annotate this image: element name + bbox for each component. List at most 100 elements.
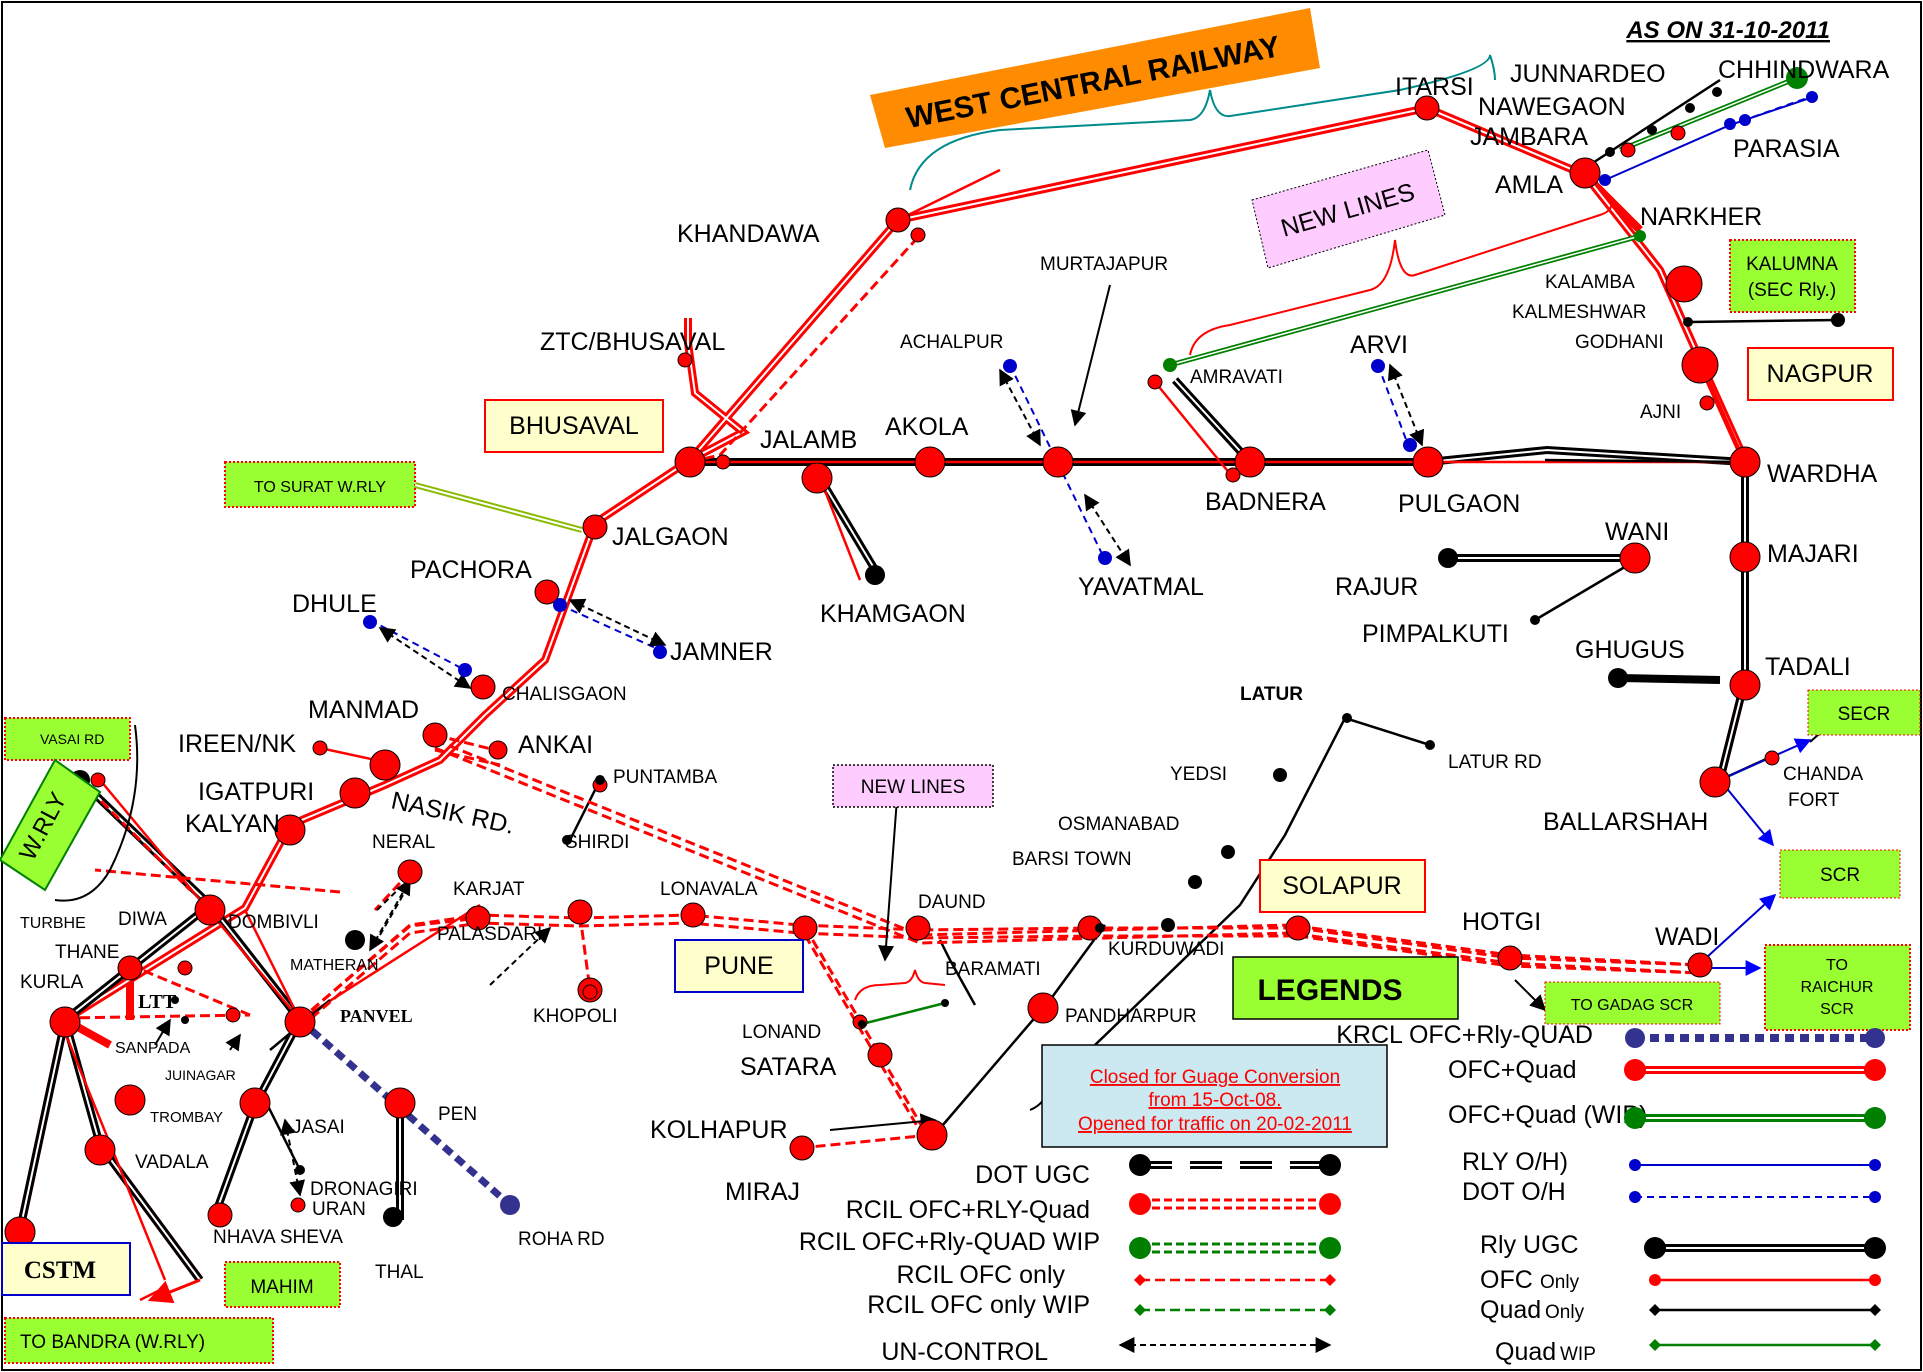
station-node-thane bbox=[117, 955, 143, 981]
mahim-box bbox=[224, 1261, 341, 1308]
station-node-neral bbox=[397, 859, 423, 885]
solapur-label: SOLAPUR bbox=[1282, 872, 1401, 900]
station-node-kalyan bbox=[274, 814, 306, 846]
label-palasdari: PALASDARI bbox=[437, 924, 542, 945]
station-node-wardha bbox=[1729, 446, 1761, 478]
legend-dot-ugc-label: DOT UGC bbox=[975, 1161, 1090, 1189]
solapur-box bbox=[1259, 859, 1426, 913]
pune-box bbox=[674, 939, 804, 993]
legend-ofc-only-sub: Only bbox=[1540, 1272, 1580, 1293]
label-dronagiri: DRONAGIRI bbox=[310, 1179, 418, 1200]
label-barsi: BARSI TOWN bbox=[1012, 849, 1132, 870]
braces bbox=[54, 54, 1613, 1111]
station-node-trombay bbox=[114, 1084, 146, 1116]
label-neral: NERAL bbox=[372, 832, 435, 853]
label-ankai: ANKAI bbox=[518, 731, 593, 759]
station-node-nagpur bbox=[1681, 346, 1719, 384]
secr-box bbox=[1807, 689, 1921, 736]
label-kolhapur: KOLHAPUR bbox=[650, 1116, 788, 1144]
station-node-nasik bbox=[369, 749, 401, 781]
label-godhani: GODHANI bbox=[1575, 332, 1664, 353]
label-majari: MAJARI bbox=[1767, 540, 1859, 568]
legends-title: LEGENDS bbox=[1257, 974, 1402, 1007]
label-pachora: PACHORA bbox=[410, 556, 532, 584]
station-node-pandharpur bbox=[1027, 992, 1059, 1024]
station-node-kolhapur bbox=[789, 1135, 815, 1161]
label-miraj: MIRAJ bbox=[725, 1178, 800, 1206]
scr-box bbox=[1779, 849, 1901, 899]
label-amravati: AMRAVATI bbox=[1190, 367, 1283, 388]
legend-rcil-ofc-label: RCIL OFC only bbox=[896, 1261, 1065, 1289]
station-node-bhusaval-jn bbox=[674, 446, 706, 478]
station-node-pune bbox=[792, 915, 818, 941]
secr-label: SECR bbox=[1838, 704, 1891, 725]
vasai-box bbox=[4, 717, 131, 761]
station-node-jalgaon bbox=[582, 514, 608, 540]
to-bandra-box bbox=[4, 1317, 274, 1364]
label-daund: DAUND bbox=[918, 892, 986, 913]
label-dombivli: DOMBIVLI bbox=[228, 912, 319, 933]
closed-note-box bbox=[1041, 1044, 1388, 1148]
legend-ofc-quad-wip-label: OFC+Quad (WIP) bbox=[1448, 1101, 1647, 1129]
legend-rly-oh-label: RLY O/H) bbox=[1462, 1148, 1568, 1176]
label-puntamba: PUNTAMBA bbox=[613, 767, 717, 788]
station-node-wani bbox=[1619, 542, 1651, 574]
label-igatpuri: IGATPURI bbox=[198, 778, 314, 806]
cstm-box bbox=[1, 1242, 131, 1296]
raichur-box bbox=[1764, 944, 1911, 1031]
label-yavatmal: YAVATMAL bbox=[1078, 573, 1204, 601]
label-jamner: JAMNER bbox=[670, 638, 773, 666]
nodes-black bbox=[70, 87, 1845, 1227]
box-west-central-railway: WEST CENTRAL RAILWAY bbox=[870, 8, 1320, 148]
legend: KRCL OFC+Rly-QUAD OFC+Quad OFC+Quad (WIP… bbox=[799, 1021, 1886, 1366]
station-node-murtajapur bbox=[1042, 446, 1074, 478]
label-nhava: NHAVA SHEVA bbox=[213, 1227, 343, 1248]
lines-navy-krcl bbox=[297, 1017, 513, 1208]
label-pulgaon: PULGAON bbox=[1398, 490, 1520, 518]
station-node-pulgaon bbox=[1412, 446, 1444, 478]
station-labels: ITARSI JUNNARDEO CHHINDWARA NAWEGAON JAM… bbox=[20, 56, 1890, 1283]
legend-rcil-ofc-quad-label: RCIL OFC+RLY-Quad bbox=[846, 1196, 1090, 1224]
label-shirdi: SHIRDI bbox=[565, 832, 629, 853]
legend-quad-only-label: Quad bbox=[1480, 1296, 1541, 1324]
station-node-ballarshah bbox=[1699, 766, 1731, 798]
wrly-box bbox=[0, 758, 102, 892]
label-hotgi: HOTGI bbox=[1462, 908, 1541, 936]
label-ballarshah: BALLARSHAH bbox=[1543, 808, 1708, 836]
label-ztc: ZTC/BHUSAVAL bbox=[540, 328, 725, 356]
station-node-dombivli bbox=[194, 894, 226, 926]
label-kalamba: KALAMBA bbox=[1545, 272, 1635, 293]
label-khandawa: KHANDAWA bbox=[677, 220, 820, 248]
label-pen: PEN bbox=[438, 1104, 477, 1125]
nodes-green bbox=[1163, 67, 1808, 372]
station-node-karjat bbox=[465, 905, 491, 931]
label-chalisgaon: CHALISGAON bbox=[502, 684, 627, 705]
label-ajni: AJNI bbox=[1640, 402, 1681, 423]
nodes-blue bbox=[363, 91, 1818, 1215]
station-node-majari bbox=[1729, 541, 1761, 573]
label-jalgaon: JALGAON bbox=[612, 523, 729, 551]
station-node-kalamba bbox=[1665, 265, 1703, 303]
label-arvi: ARVI bbox=[1350, 331, 1408, 359]
label-thal: THAL bbox=[375, 1262, 424, 1283]
bhusaval-label: BHUSAVAL bbox=[509, 412, 639, 440]
station-node-vadala bbox=[84, 1134, 116, 1166]
station-node-badnera bbox=[1234, 446, 1266, 478]
label-kalmeshwar: KALMESHWAR bbox=[1512, 302, 1646, 323]
label-khamgaon: KHAMGAON bbox=[820, 600, 966, 628]
label-manmad: MANMAD bbox=[308, 696, 419, 724]
label-vadala: VADALA bbox=[135, 1152, 209, 1173]
station-node-hotgi bbox=[1497, 945, 1523, 971]
nodes-small-red bbox=[90, 125, 1780, 1213]
label-latur-rd: LATUR RD bbox=[1448, 752, 1542, 773]
label-ltt: LTT bbox=[138, 991, 177, 1013]
nagpur-box bbox=[1747, 347, 1894, 401]
to-surat-label: TO SURAT W.RLY bbox=[254, 479, 387, 496]
station-node-daund bbox=[905, 915, 931, 941]
to-gadag-box bbox=[1544, 981, 1721, 1025]
legend-dot-oh-label: DOT O/H bbox=[1462, 1178, 1566, 1206]
station-node-nhava bbox=[207, 1202, 233, 1228]
legend-rly-ugc-label: Rly UGC bbox=[1480, 1231, 1579, 1259]
cstm-label: CSTM bbox=[24, 1257, 96, 1284]
label-panvel: PANVEL bbox=[340, 1006, 413, 1026]
